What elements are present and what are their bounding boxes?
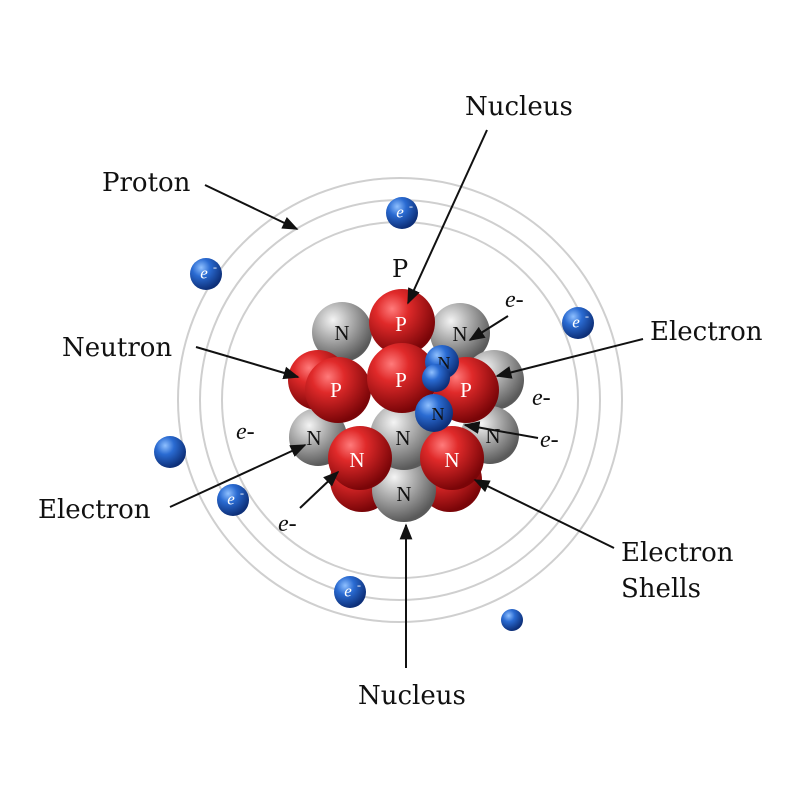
svg-text:N: N [444,448,459,472]
proton-particle: N [328,426,392,490]
neutron-particle-blue: N [415,394,453,432]
arrow-proton [205,185,297,229]
label-electron-left: Electron [38,495,151,525]
electron-particle [154,436,186,468]
proton-top-mark: P [392,255,408,283]
svg-text:P: P [395,312,407,336]
label-electron-shells-line2: Shells [621,574,701,604]
electron-mark: e- [278,511,297,537]
electron-particle: e - [334,576,366,608]
label-electron-shells-line1: Electron [621,538,734,568]
svg-text:P: P [460,378,472,402]
electron-mark: e- [505,287,524,313]
svg-text:e: e [227,490,235,509]
svg-text:-: - [409,199,413,213]
arrow-neutron [196,347,298,377]
svg-text:e: e [572,313,580,332]
electron-particle: e - [386,197,418,229]
svg-text:-: - [213,260,217,274]
svg-text:N: N [349,448,364,472]
svg-text:-: - [357,578,361,592]
svg-text:e: e [396,203,404,222]
svg-text:N: N [306,426,321,450]
svg-text:-: - [585,309,589,323]
label-nucleus-bottom: Nucleus [358,681,466,711]
svg-text:N: N [334,321,349,345]
electron-mark: e- [540,427,559,453]
svg-text:N: N [395,426,410,450]
svg-text:e: e [200,264,208,283]
label-electron-right: Electron [650,317,763,347]
orbiting-electrons: e - e - e - e - e - [154,197,594,631]
electron-particle: e - [562,307,594,339]
label-neutron: Neutron [62,333,172,363]
proton-particle: N [420,426,484,490]
electron-mark: e- [236,419,255,445]
svg-text:-: - [240,486,244,500]
electron-particle: e - [190,258,222,290]
electron-particle: e - [217,484,249,516]
label-proton: Proton [102,168,191,198]
arrow-nucleus-top [408,130,487,303]
svg-text:N: N [485,424,500,448]
svg-text:P: P [395,368,407,392]
svg-text:e: e [344,582,352,601]
electron-mark: e- [532,385,551,411]
svg-text:N: N [432,404,445,424]
svg-text:N: N [396,482,411,506]
svg-text:N: N [452,322,467,346]
label-nucleus-top: Nucleus [465,92,573,122]
proton-particle: P [305,357,371,423]
electron-particle [501,609,523,631]
electron-particle-small [422,364,450,392]
svg-text:P: P [330,378,342,402]
